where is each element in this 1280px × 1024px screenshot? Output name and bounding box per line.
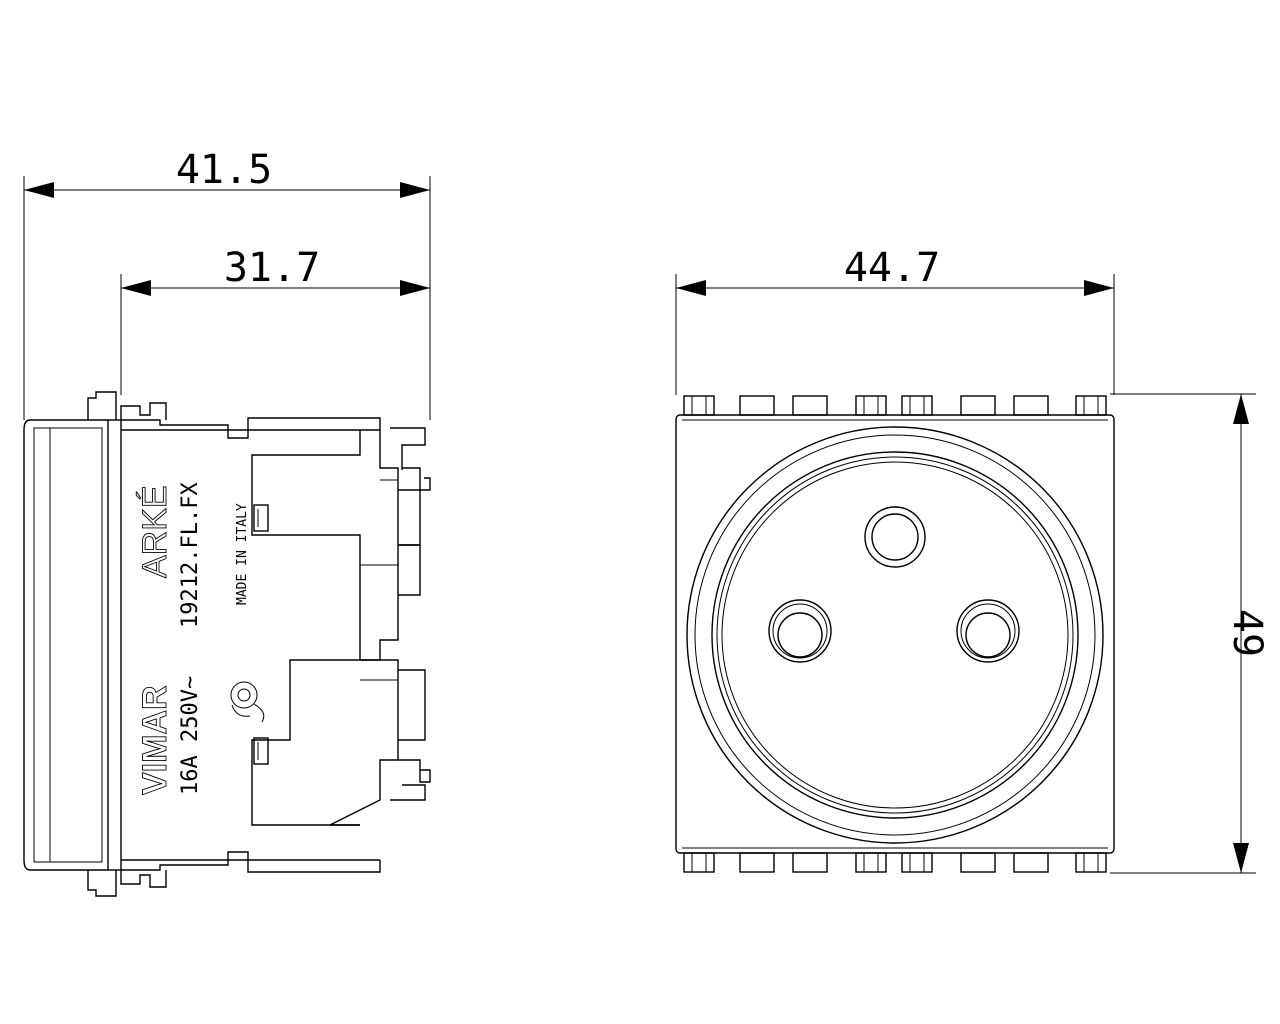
brand-marking: VIMAR <box>136 685 174 795</box>
receptacle-outer-ring <box>686 426 1104 844</box>
bottom-mounting-tabs <box>683 852 1107 873</box>
top-tab-7 <box>1013 395 1049 416</box>
earth-pin-hole <box>864 506 926 568</box>
origin-marking: MADE IN ITALY <box>235 503 250 605</box>
top-tab-6 <box>960 395 996 416</box>
bottom-tab-3 <box>792 852 828 873</box>
top-tab-4 <box>855 395 887 416</box>
series-marking: ARKÉ <box>136 485 174 578</box>
bottom-tab-2 <box>739 852 775 873</box>
rating-marking: 16A 250V~ <box>178 676 203 795</box>
code-marking: 19212.FL.FX <box>178 482 203 628</box>
left-pin-hole <box>768 599 832 663</box>
bottom-tab-6 <box>960 852 996 873</box>
top-tab-8 <box>1075 395 1107 416</box>
dim-face-width: 44.7 <box>844 245 940 291</box>
top-tab-3 <box>792 395 828 416</box>
bottom-tab-7 <box>1013 852 1049 873</box>
socket-side-view: VIMAR 16A 250V~ ARKÉ 19212.FL.FX MADE IN… <box>23 391 431 897</box>
bottom-tab-5 <box>901 852 933 873</box>
dim-overall-depth: 41.5 <box>176 147 272 193</box>
bottom-tab-4 <box>855 852 887 873</box>
socket-front-view <box>675 395 1115 873</box>
right-pin-hole <box>956 599 1020 663</box>
dim-body-depth: 31.7 <box>224 245 320 291</box>
bottom-tab-8 <box>1075 852 1107 873</box>
top-tab-2 <box>739 395 775 416</box>
side-view-dimensions: 41.5 31.7 <box>23 147 431 420</box>
front-view-dimensions: 44.7 49 <box>675 245 1270 874</box>
top-tab-1 <box>683 395 715 416</box>
certification-mark-icon <box>230 681 265 723</box>
bottom-tab-1 <box>683 852 715 873</box>
top-mounting-tabs <box>683 395 1107 416</box>
dim-face-height: 49 <box>1224 609 1270 657</box>
top-tab-5 <box>901 395 933 416</box>
socket-frame <box>675 414 1115 854</box>
